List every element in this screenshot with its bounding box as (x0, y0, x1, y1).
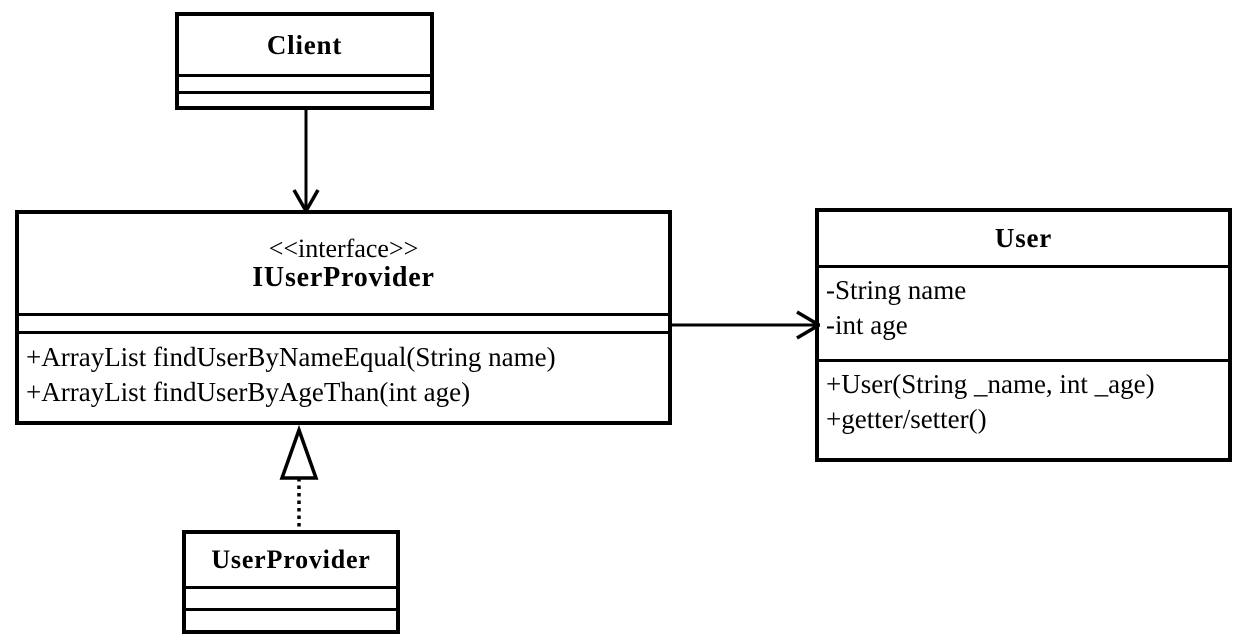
class-box-userprovider[interactable]: UserProvider (182, 530, 400, 634)
class-methods-compartment-iuserprovider: +ArrayList findUserByNameEqual(String na… (19, 331, 668, 421)
class-stereotype-iuserprovider: <<interface>> (268, 233, 419, 263)
class-attributes-compartment-userprovider (186, 586, 396, 608)
class-box-client[interactable]: Client (175, 12, 434, 110)
method-item: +getter/setter() (826, 403, 987, 434)
class-title-iuserprovider: IUserProvider (252, 261, 435, 293)
association-iuserprovider-to-user (670, 306, 820, 344)
class-title-client: Client (266, 29, 343, 60)
class-name-compartment-userprovider: UserProvider (186, 534, 396, 586)
class-name-compartment-user: User (819, 212, 1228, 265)
class-attributes-compartment-iuserprovider (19, 313, 668, 331)
class-box-user[interactable]: User -String name -int age +User(String … (815, 208, 1232, 462)
class-title-userprovider: UserProvider (211, 545, 371, 575)
method-item: +ArrayList findUserByNameEqual(String na… (26, 342, 556, 372)
association-client-to-iuserprovider (289, 110, 323, 212)
realization-userprovider-to-iuserprovider (272, 424, 326, 534)
class-box-iuserprovider[interactable]: <<interface>> IUserProvider +ArrayList f… (15, 210, 672, 425)
class-attributes-compartment-user: -String name -int age (819, 265, 1228, 359)
attribute-item: -String name (826, 275, 967, 305)
class-methods-compartment-client (179, 91, 430, 106)
method-item: +ArrayList findUserByAgeThan(int age) (26, 376, 471, 407)
class-title-user: User (994, 223, 1053, 254)
class-name-compartment-client: Client (179, 16, 430, 74)
class-methods-compartment-user: +User(String _name, int _age) +getter/se… (819, 359, 1228, 458)
class-methods-compartment-userprovider (186, 608, 396, 630)
method-item: +User(String _name, int _age) (826, 369, 1155, 399)
class-name-compartment-iuserprovider: <<interface>> IUserProvider (19, 214, 668, 313)
attribute-item: -int age (826, 309, 908, 340)
class-attributes-compartment-client (179, 74, 430, 91)
